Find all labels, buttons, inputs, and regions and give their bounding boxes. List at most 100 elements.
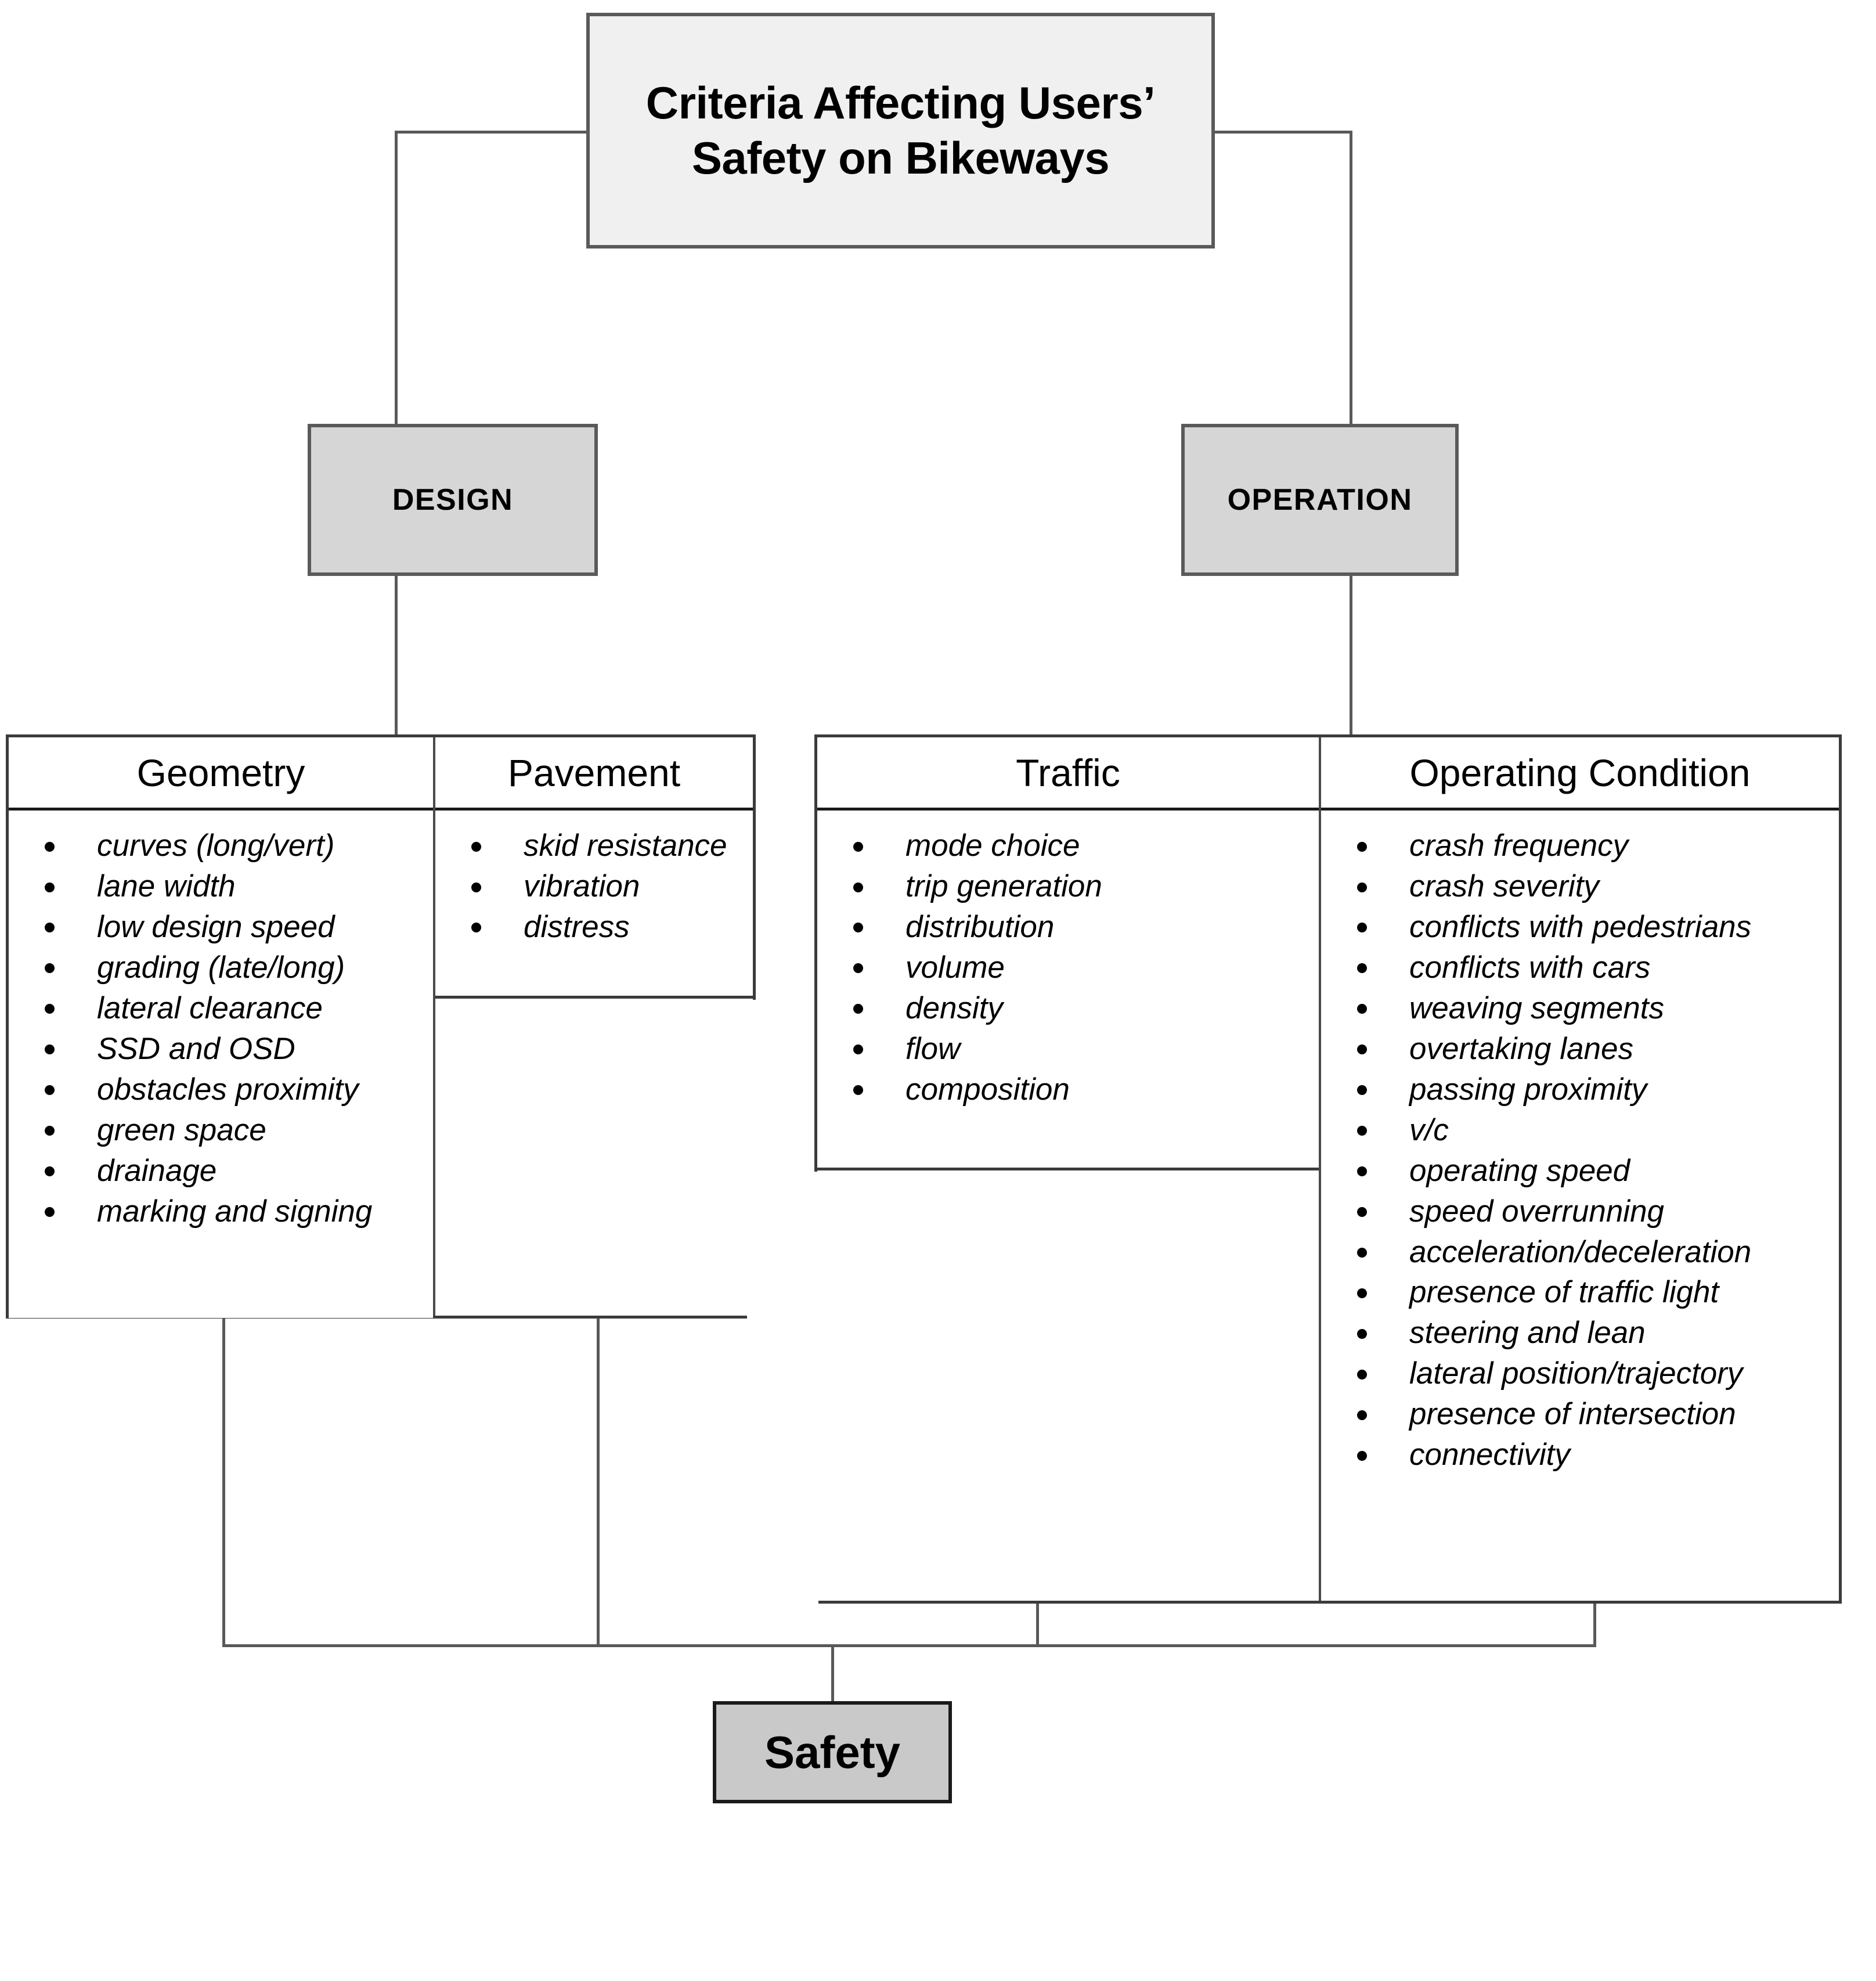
bullet-icon xyxy=(1357,1004,1367,1014)
bullet-icon xyxy=(853,1085,863,1096)
category-body-pavement: skid resistance vibration distress xyxy=(435,811,753,948)
bullet-icon xyxy=(45,923,55,933)
list-item: lateral clearance xyxy=(9,988,433,1029)
list-item: presence of traffic light xyxy=(1321,1272,1839,1313)
list-item-label: SSD and OSD xyxy=(97,1031,295,1066)
bullet-icon xyxy=(1357,1166,1367,1177)
bullet-icon xyxy=(853,923,863,933)
outcome-node-label: Safety xyxy=(764,1726,901,1778)
list-item: overtaking lanes xyxy=(1321,1029,1839,1069)
list-item-label: weaving segments xyxy=(1409,990,1664,1025)
connector-design-to-groups xyxy=(395,572,398,737)
operation-group-panel: Traffic mode choice trip generation dist… xyxy=(814,734,1842,1604)
connector-operation-to-groups xyxy=(1350,572,1352,737)
root-node-label: Criteria Affecting Users’ Safety on Bike… xyxy=(645,77,1156,183)
connector-geometry-to-bus xyxy=(222,1316,225,1647)
list-item: low design speed xyxy=(9,907,433,948)
list-item: conflicts with pedestrians xyxy=(1321,907,1839,948)
list-item-label: flow xyxy=(905,1031,961,1066)
bullet-icon xyxy=(1357,1450,1367,1461)
list-item-label: distress xyxy=(524,909,630,944)
list-item-label: operating speed xyxy=(1409,1153,1630,1188)
list-item: operating speed xyxy=(1321,1151,1839,1191)
list-item-label: steering and lean xyxy=(1409,1316,1646,1350)
bullet-icon xyxy=(1357,1085,1367,1096)
bullet-icon xyxy=(1357,1207,1367,1218)
bullet-icon xyxy=(1357,1248,1367,1258)
list-item: acceleration/deceleration xyxy=(1321,1232,1839,1273)
list-item-label: crash severity xyxy=(1409,869,1599,903)
list-item: passing proximity xyxy=(1321,1069,1839,1110)
bullet-icon xyxy=(45,1166,55,1177)
item-list-pavement: skid resistance vibration distress xyxy=(435,826,753,948)
category-column-geometry: Geometry curves (long/vert) lane width l… xyxy=(9,737,433,1318)
operation-panel-lower-left-mask xyxy=(811,1172,818,1607)
branch-node-operation-label: OPERATION xyxy=(1227,483,1413,517)
design-panel-lower-right-mask xyxy=(747,1000,764,1325)
connector-root-to-operation xyxy=(1350,131,1352,426)
bullet-icon xyxy=(1357,963,1367,974)
list-item-label: passing proximity xyxy=(1409,1072,1647,1107)
list-item-label: low design speed xyxy=(97,909,335,944)
list-item-label: trip generation xyxy=(905,869,1102,903)
list-item-label: presence of traffic light xyxy=(1409,1275,1719,1310)
list-item: curves (long/vert) xyxy=(9,826,433,866)
bullet-icon xyxy=(45,1085,55,1096)
list-item: lane width xyxy=(9,866,433,907)
category-header-pavement: Pavement xyxy=(435,737,753,811)
list-item-label: obstacles proximity xyxy=(97,1072,359,1107)
bullet-icon xyxy=(1357,882,1367,892)
root-node-title: Criteria Affecting Users’ Safety on Bike… xyxy=(586,13,1215,248)
list-item: SSD and OSD xyxy=(9,1029,433,1069)
list-item-label: speed overrunning xyxy=(1409,1194,1665,1229)
bullet-icon xyxy=(853,1044,863,1055)
list-item: density xyxy=(817,988,1319,1029)
list-item-label: curves (long/vert) xyxy=(97,829,335,863)
bullet-icon xyxy=(471,841,481,852)
bullet-icon xyxy=(45,963,55,974)
bullet-icon xyxy=(45,1044,55,1055)
bullet-icon xyxy=(853,882,863,892)
list-item-label: lateral position/trajectory xyxy=(1409,1356,1743,1391)
bullet-icon xyxy=(1357,1126,1367,1136)
list-item: volume xyxy=(817,948,1319,988)
list-item: obstacles proximity xyxy=(9,1069,433,1110)
list-item: composition xyxy=(817,1069,1319,1110)
list-item: distribution xyxy=(817,907,1319,948)
category-column-traffic: Traffic mode choice trip generation dist… xyxy=(817,737,1319,1170)
list-item-label: green space xyxy=(97,1112,266,1147)
bullet-icon xyxy=(853,963,863,974)
list-item: trip generation xyxy=(817,866,1319,907)
list-item: speed overrunning xyxy=(1321,1191,1839,1232)
list-item-label: skid resistance xyxy=(524,829,727,863)
branch-node-design-label: DESIGN xyxy=(392,483,514,517)
bullet-icon xyxy=(1357,1410,1367,1420)
list-item: drainage xyxy=(9,1151,433,1191)
bullet-icon xyxy=(45,1004,55,1014)
category-header-traffic: Traffic xyxy=(817,737,1319,811)
list-item: v/c xyxy=(1321,1110,1839,1151)
bullet-icon xyxy=(471,923,481,933)
design-group-column-separator xyxy=(433,737,435,1316)
list-item-label: grading (late/long) xyxy=(97,950,345,985)
design-group-panel: Geometry curves (long/vert) lane width l… xyxy=(6,734,756,1319)
connector-bottom-bus xyxy=(222,1644,1596,1647)
category-body-geometry: curves (long/vert) lane width low design… xyxy=(9,811,433,1232)
bullet-icon xyxy=(1357,1044,1367,1055)
list-item-label: density xyxy=(905,990,1003,1025)
list-item-label: distribution xyxy=(905,909,1055,944)
list-item: flow xyxy=(817,1029,1319,1069)
outcome-node-safety: Safety xyxy=(713,1701,952,1803)
bullet-icon xyxy=(45,1126,55,1136)
list-item: green space xyxy=(9,1110,433,1151)
list-item-label: drainage xyxy=(97,1153,217,1188)
list-item: mode choice xyxy=(817,826,1319,866)
list-item: presence of intersection xyxy=(1321,1394,1839,1435)
category-label-geometry: Geometry xyxy=(136,751,305,794)
operation-group-column-separator xyxy=(1319,737,1321,1601)
category-label-traffic: Traffic xyxy=(1016,751,1120,794)
list-item-label: crash frequency xyxy=(1409,829,1629,863)
list-item: vibration xyxy=(435,866,753,907)
list-item-label: presence of intersection xyxy=(1409,1397,1736,1432)
bullet-icon xyxy=(45,841,55,852)
